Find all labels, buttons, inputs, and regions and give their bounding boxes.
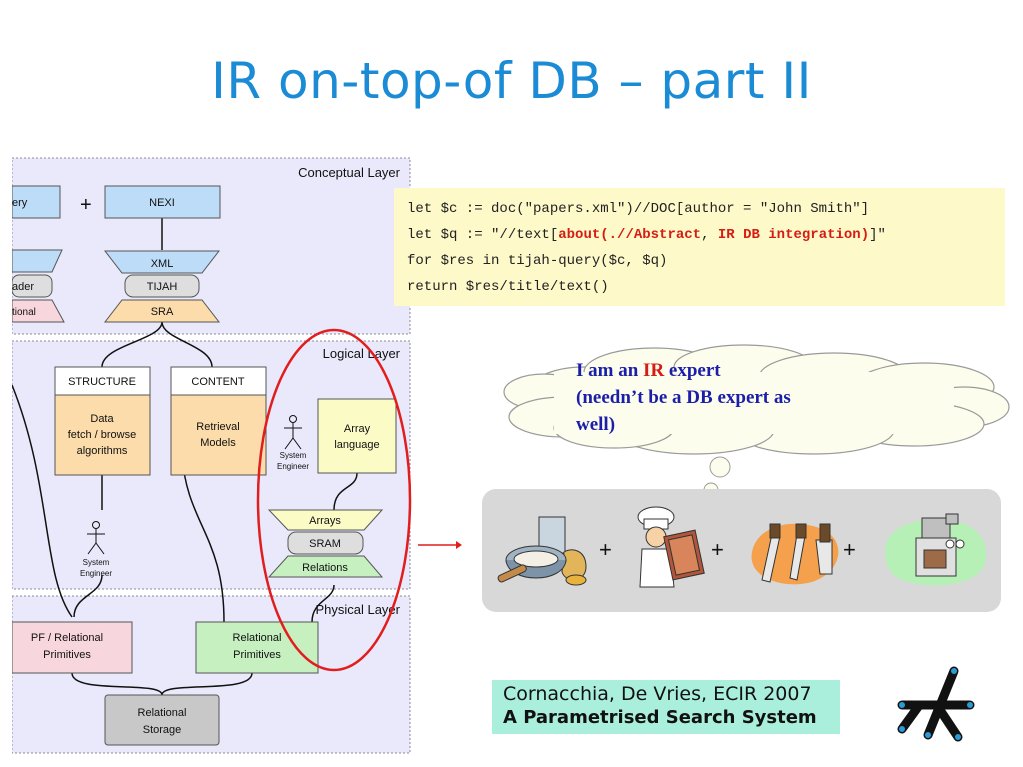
code-line-1: let $c := doc("papers.xml")//DOC[author … bbox=[407, 201, 870, 217]
system-engineer-actor-icon bbox=[284, 415, 302, 450]
code-keyword-query: IR DB integration) bbox=[717, 227, 870, 243]
thought-ir: IR bbox=[643, 360, 665, 381]
content-body-line2: Models bbox=[200, 437, 236, 449]
code-line-3: for $res in tijah-query($c, $q) bbox=[407, 253, 668, 269]
relational-primitives-line1: Relational bbox=[233, 632, 282, 644]
system-engineer-label-4: Engineer bbox=[80, 569, 112, 578]
arrays-trapezoid bbox=[267, 509, 384, 531]
structure-body-line2: fetch / browse bbox=[68, 429, 136, 441]
structure-header bbox=[54, 366, 151, 396]
left-stack-bottom-label: tional bbox=[12, 307, 36, 318]
pf-relational-box bbox=[12, 621, 133, 674]
system-engineer-label-1: System bbox=[280, 451, 307, 460]
nexi-label: NEXI bbox=[149, 197, 175, 209]
connection-lines bbox=[12, 218, 358, 696]
code-line-2-suffix: ]" bbox=[869, 227, 886, 243]
sram-box bbox=[287, 531, 364, 555]
cooking-plus-1: + bbox=[599, 537, 612, 562]
structure-body-line1: Data bbox=[90, 413, 114, 425]
structure-header-label: STRUCTURE bbox=[68, 376, 136, 388]
highlight-oval bbox=[256, 328, 412, 672]
query-box-partial bbox=[12, 185, 61, 219]
array-language-box bbox=[317, 398, 397, 474]
content-body bbox=[170, 394, 267, 476]
thought-line-3: well) bbox=[576, 414, 616, 435]
arrays-label: Arrays bbox=[309, 515, 341, 527]
red-arrow-icon bbox=[418, 541, 462, 549]
pf-relational-line1: PF / Relational bbox=[31, 632, 103, 644]
left-stack-top bbox=[12, 249, 63, 273]
code-line-4: return $res/title/text() bbox=[407, 279, 609, 295]
relations-label: Relations bbox=[302, 562, 348, 574]
relational-storage-box bbox=[104, 694, 220, 746]
thought-cloud bbox=[503, 344, 1010, 455]
content-header bbox=[170, 366, 267, 396]
citation-authors: Cornacchia, De Vries, ECIR 2007 bbox=[503, 683, 812, 705]
logical-layer-label: Logical Layer bbox=[323, 346, 401, 361]
relational-storage-line1: Relational bbox=[138, 707, 187, 719]
conceptual-layer bbox=[12, 157, 411, 335]
sra-label: SRA bbox=[151, 306, 174, 318]
code-line-2: let $q := "//text[about(.//Abstract, IR … bbox=[407, 227, 886, 243]
query-box-label: ery bbox=[12, 197, 28, 209]
structure-body bbox=[54, 394, 151, 476]
code-line-2-prefix: let $q := "//text[ bbox=[407, 227, 559, 243]
thought-line-2: (needn’t be a DB expert as bbox=[576, 387, 791, 408]
chef-icon bbox=[637, 506, 705, 588]
stove-icon bbox=[885, 513, 987, 586]
array-language-line2: language bbox=[334, 439, 379, 451]
relational-primitives-box bbox=[195, 621, 319, 674]
concept-plus: + bbox=[80, 194, 92, 216]
left-stack-bottom bbox=[12, 299, 65, 323]
sram-label: SRAM bbox=[309, 538, 341, 550]
citation-box: Cornacchia, De Vries, ECIR 2007 A Parame… bbox=[492, 680, 840, 734]
content-header-label: CONTENT bbox=[191, 376, 244, 388]
xml-label: XML bbox=[151, 258, 174, 270]
array-language-line1: Array bbox=[344, 423, 371, 435]
code-line-2-mid: , bbox=[701, 227, 718, 243]
cooking-plus-2: + bbox=[711, 537, 724, 562]
slide-title: IR on-top-of DB – part II bbox=[211, 52, 812, 110]
left-stack-middle-label: ader bbox=[12, 281, 34, 293]
thought-line-1: I am an IR expert bbox=[576, 360, 721, 381]
code-block: let $c := doc("papers.xml")//DOC[author … bbox=[394, 188, 1005, 306]
content-body-line1: Retrieval bbox=[196, 421, 239, 433]
system-engineer-label-3: System bbox=[83, 558, 110, 567]
mixing-bowl-icon bbox=[497, 516, 587, 586]
thought-text: I am an IR expert (needn’t be a DB exper… bbox=[576, 357, 866, 438]
tijah-label: TIJAH bbox=[147, 281, 178, 293]
tijah-box bbox=[124, 274, 200, 298]
system-engineer-label-2: Engineer bbox=[277, 462, 309, 471]
physical-layer-label: Physical Layer bbox=[315, 602, 400, 617]
citation-title: A Parametrised Search System bbox=[503, 707, 817, 728]
xml-trapezoid bbox=[103, 250, 221, 274]
relations-trapezoid bbox=[267, 555, 384, 578]
nexi-box bbox=[104, 185, 221, 219]
relational-storage-line2: Storage bbox=[143, 724, 182, 736]
system-engineer-actor-icon-2 bbox=[87, 521, 105, 555]
left-stack-middle bbox=[12, 274, 53, 298]
structure-body-line3: algorithms bbox=[77, 445, 128, 457]
university-logo-icon bbox=[897, 666, 975, 742]
conceptual-layer-label: Conceptual Layer bbox=[298, 165, 401, 180]
knives-icon bbox=[751, 523, 839, 585]
sra-trapezoid bbox=[103, 299, 221, 323]
relational-primitives-line2: Primitives bbox=[233, 649, 281, 661]
cooking-plus-3: + bbox=[843, 537, 856, 562]
code-keyword-about: about(.//Abstract bbox=[558, 227, 702, 243]
pf-relational-line2: Primitives bbox=[43, 649, 91, 661]
architecture-diagram: .lbl { font-size:11px; fill:#111; } .lyr… bbox=[12, 157, 412, 754]
